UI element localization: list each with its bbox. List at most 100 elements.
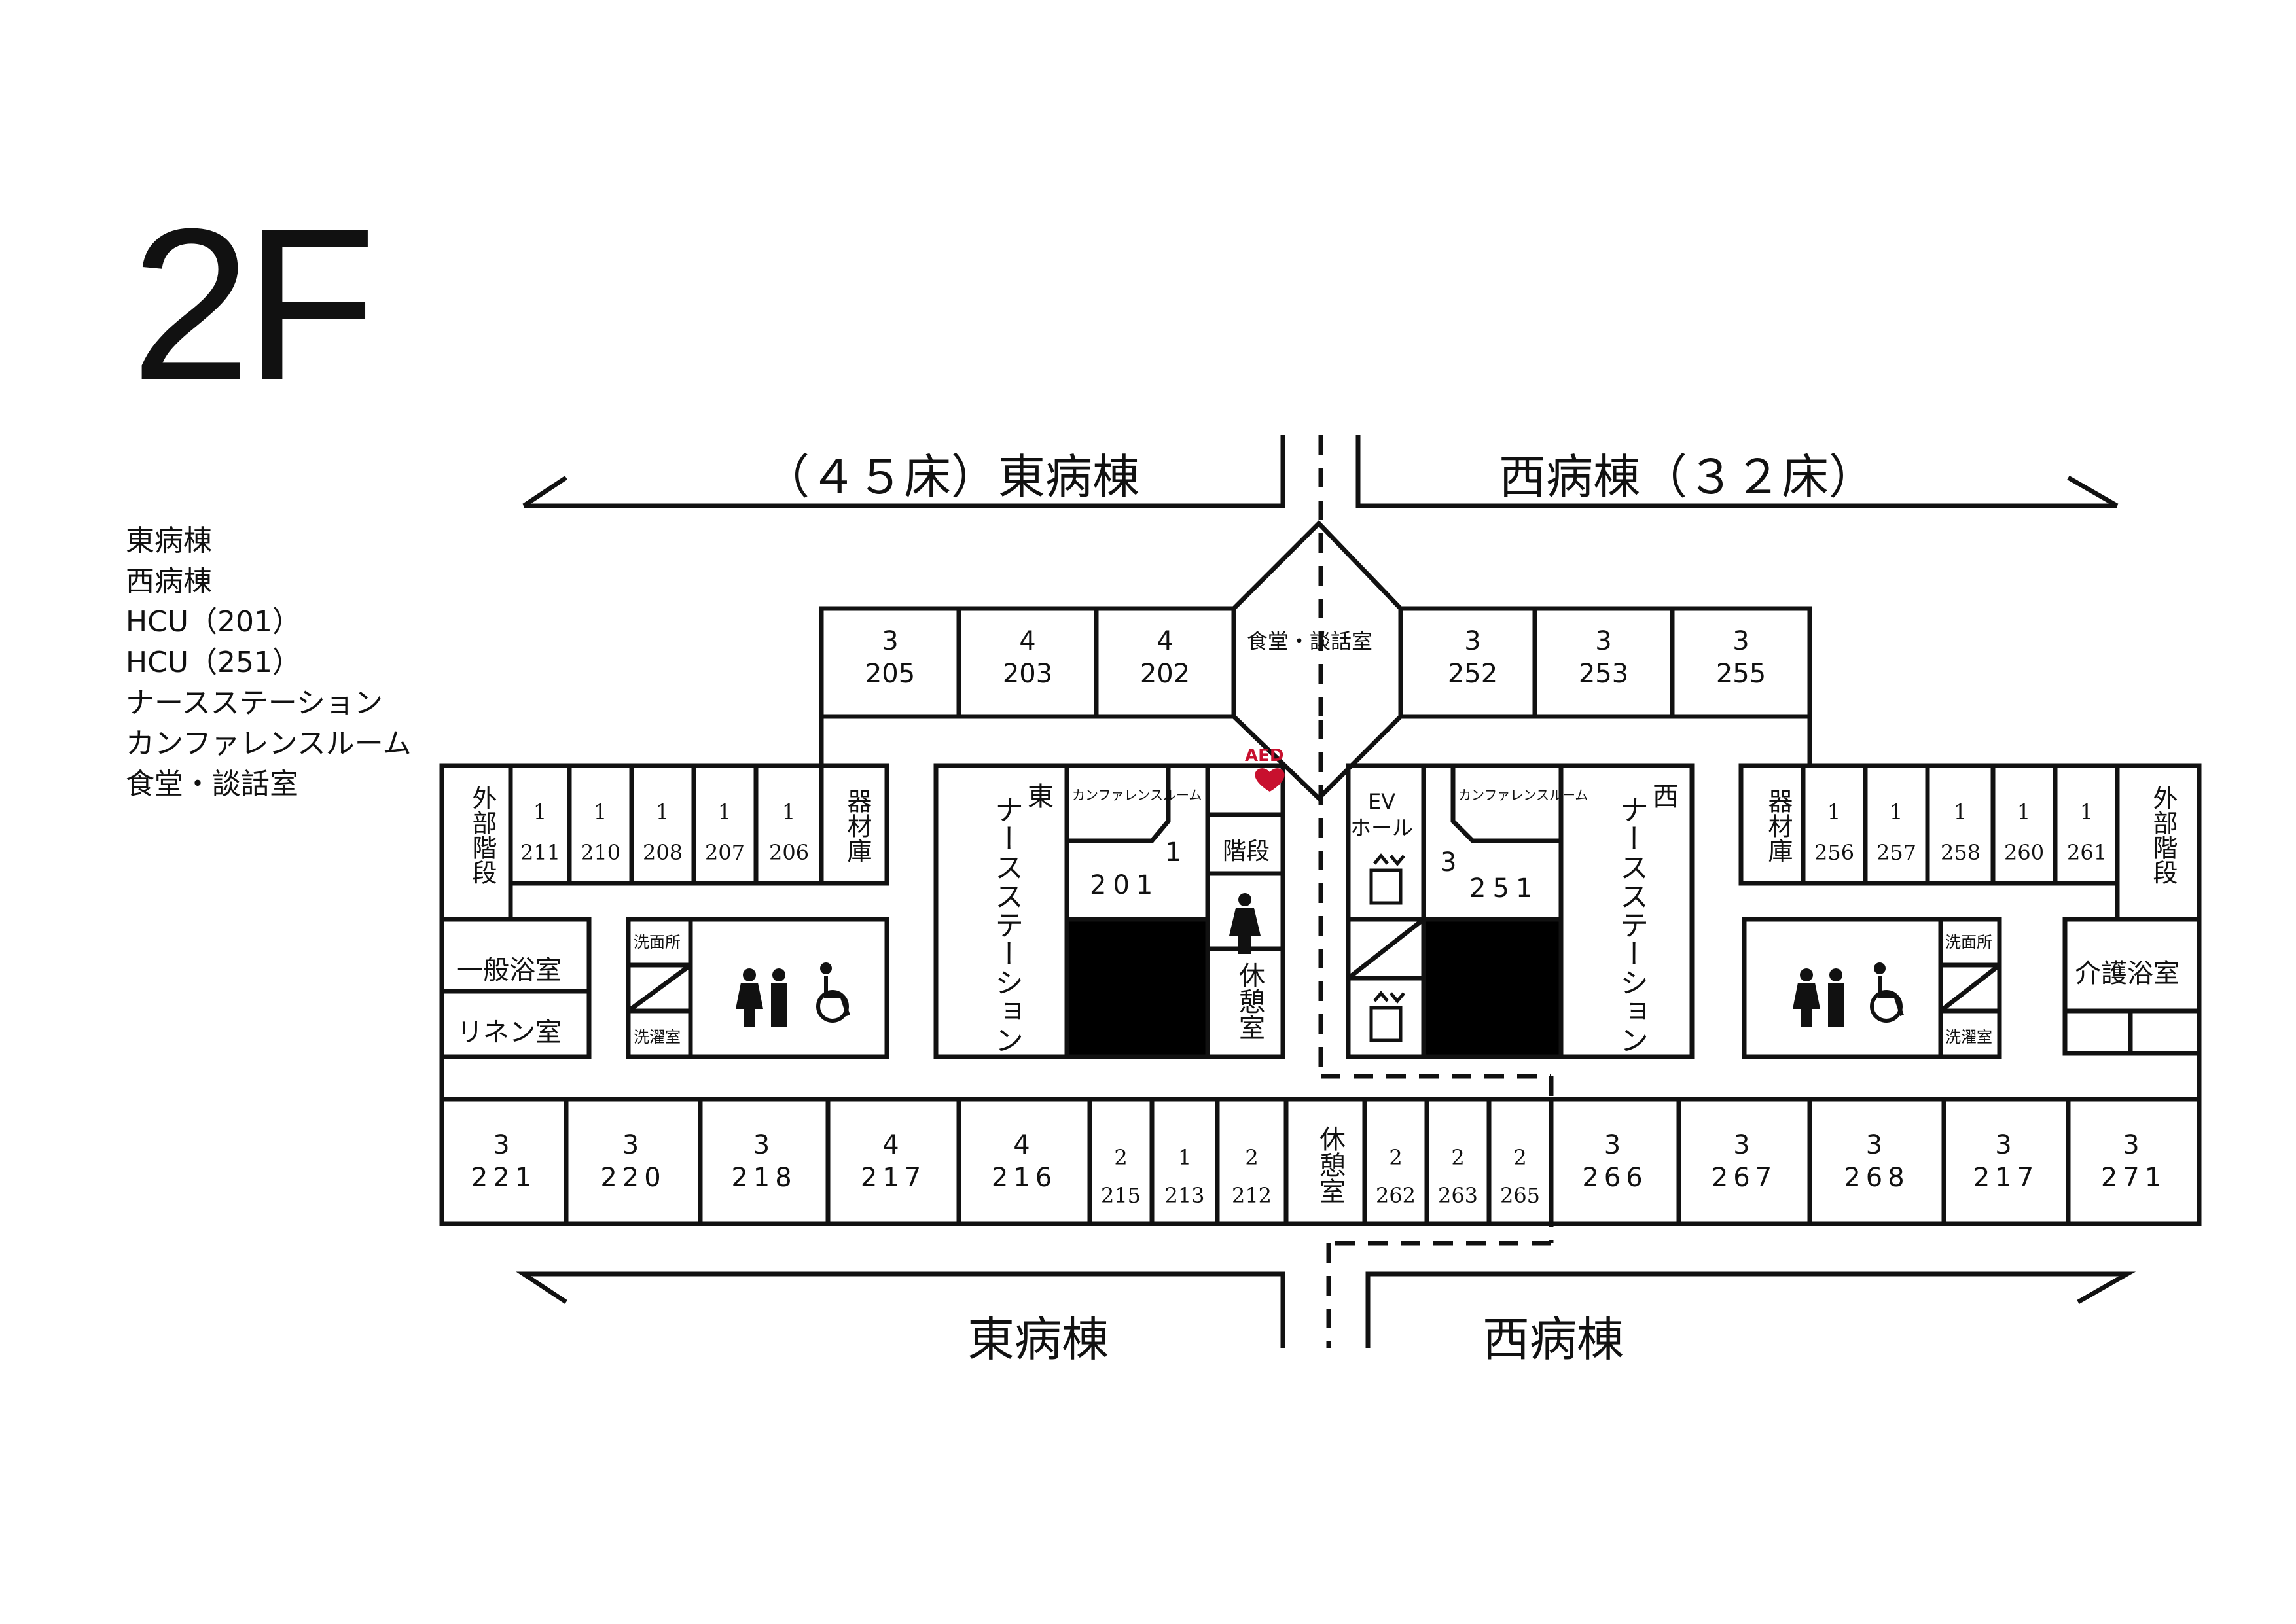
restroom-icon: [736, 968, 787, 1027]
room-beds: 1: [593, 800, 607, 824]
legend-item: 西病棟: [126, 565, 212, 598]
dining-label: 食堂・談話室: [1247, 629, 1373, 654]
wheelchair-icon: [816, 962, 850, 1023]
restroom-icon: [1793, 968, 1844, 1027]
room-beds: 3: [493, 1130, 515, 1160]
room-number: 255: [1715, 659, 1767, 689]
outer-stairs-west: 外部階段: [468, 785, 497, 885]
bottom-room-dividers: [564, 1099, 2071, 1224]
room-beds: 3: [1995, 1130, 2017, 1160]
legend: 東病棟 西病棟 HCU（201） HCU（251） ナースステーション カンファ…: [126, 521, 411, 805]
room-beds: 3: [1732, 626, 1749, 656]
room-number: 258: [1941, 840, 1981, 865]
room-beds: 4: [1019, 626, 1036, 656]
room-beds: 3: [622, 1130, 645, 1160]
ev-hall: EV ホール: [1350, 789, 1414, 840]
room-number: 203: [1002, 659, 1053, 689]
west-ns-head: 西: [1653, 782, 1679, 812]
hcu-201-beds: 1: [1165, 838, 1182, 868]
hcu-201-block: [1064, 917, 1210, 1059]
room-bottom: 2 262: [1365, 1139, 1427, 1214]
laundry-west: 洗濯室: [634, 1028, 681, 1046]
east-nurse-station: ナースステーション: [990, 795, 1023, 1054]
room-number: 217: [1973, 1163, 2039, 1193]
room-number: 260: [2004, 840, 2045, 865]
washroom-east: 洗面所: [1945, 933, 1992, 951]
room-number: 256: [1814, 840, 1855, 865]
wheelchair-icon: [1870, 962, 1904, 1023]
washroom-west: 洗面所: [634, 933, 681, 951]
room-number: 266: [1582, 1163, 1648, 1193]
room-beds: 3: [753, 1130, 776, 1160]
room-number: 263: [1437, 1183, 1479, 1208]
rest-room-bottom: 休憩室: [1311, 1125, 1349, 1204]
legend-item: カンファレンスルーム: [126, 727, 412, 760]
room-beds: 4: [1157, 626, 1174, 656]
room-number: 261: [2067, 840, 2108, 865]
wing-arrow-bottom-west: [1365, 1271, 2136, 1348]
room-number: 212: [1231, 1183, 1272, 1208]
room-beds: 1: [2017, 800, 2031, 824]
room-number: 202: [1139, 659, 1191, 689]
room-number: 201: [1090, 870, 1160, 900]
room-beds: 1: [533, 800, 547, 824]
general-bath: 一般浴室: [457, 955, 562, 985]
room-beds: 3: [2123, 1130, 2145, 1160]
room-beds: 4: [882, 1130, 905, 1160]
legend-item: HCU（251）: [126, 646, 301, 679]
room-beds: 4: [1013, 1130, 1035, 1160]
room-beds: 2: [1389, 1145, 1403, 1170]
wing-arrow-top-west: [1355, 435, 2119, 508]
equipment-east: 器材庫: [1764, 788, 1793, 863]
room-number: 271: [2100, 1163, 2167, 1193]
laundry-east: 洗濯室: [1945, 1028, 1992, 1046]
elevator-icon: [1369, 853, 1405, 905]
wing-label-bottom-east: 東病棟: [967, 1312, 1109, 1367]
room-beds: 1: [1953, 800, 1967, 824]
east-ns-head: 東: [1028, 782, 1054, 812]
outer-stairs-east: 外部階段: [2149, 785, 2178, 885]
room-260: 1 260: [2004, 792, 2045, 873]
stairs: 階段: [1223, 838, 1270, 865]
room-number: 251: [1469, 874, 1539, 904]
room-beds: 3: [882, 626, 899, 656]
room-number: 215: [1100, 1183, 1141, 1208]
room-number: 252: [1447, 659, 1498, 689]
room-257: 1 257: [1876, 792, 1916, 873]
room-number: 208: [643, 840, 683, 865]
room-number: 211: [520, 840, 561, 865]
room-number: 257: [1876, 840, 1917, 865]
room-number: 262: [1375, 1183, 1416, 1208]
room-beds: 1: [1889, 800, 1903, 824]
room-beds: 1: [717, 800, 732, 824]
hcu-201-label: 201: [1090, 870, 1159, 900]
room-number: 221: [471, 1163, 537, 1193]
room-number: 268: [1844, 1163, 1910, 1193]
conference-east: カンファレンスルーム: [1072, 787, 1202, 803]
hcu-251-block: [1421, 917, 1564, 1059]
room-210: 1 210: [581, 792, 620, 873]
floor-label: 2F: [131, 183, 376, 425]
room-number: 205: [865, 659, 916, 689]
room-number: 253: [1578, 659, 1629, 689]
wing-label-top-west: 西病棟（３２床）: [1499, 450, 1876, 504]
elevator-icon: [1369, 991, 1405, 1042]
room-number: 210: [581, 840, 621, 865]
